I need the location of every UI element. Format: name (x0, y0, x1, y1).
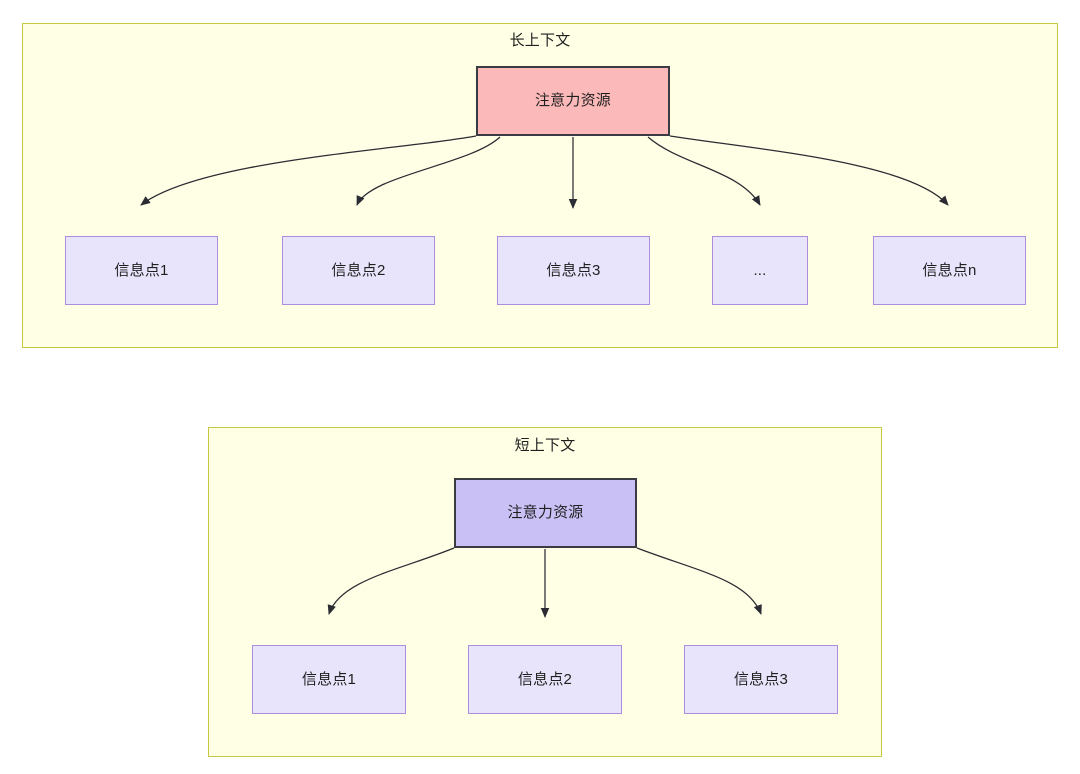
long-context-info-point-ellipsis[interactable]: ... (712, 236, 808, 305)
long-context-info-point-3[interactable]: 信息点3 (497, 236, 650, 305)
long-context-attention-resource[interactable]: 注意力资源 (476, 66, 670, 136)
long-context-info-point-1[interactable]: 信息点1 (65, 236, 218, 305)
short-context-info-point-1[interactable]: 信息点1 (252, 645, 406, 714)
long-context-title: 长上下文 (509, 32, 571, 49)
short-context-info-point-2[interactable]: 信息点2 (468, 645, 622, 714)
short-context-info-point-3[interactable]: 信息点3 (684, 645, 838, 714)
long-context-info-point-n[interactable]: 信息点n (873, 236, 1026, 305)
short-context-attention-resource[interactable]: 注意力资源 (454, 478, 637, 548)
short-context-title: 短上下文 (514, 437, 576, 454)
long-context-info-point-2[interactable]: 信息点2 (282, 236, 435, 305)
